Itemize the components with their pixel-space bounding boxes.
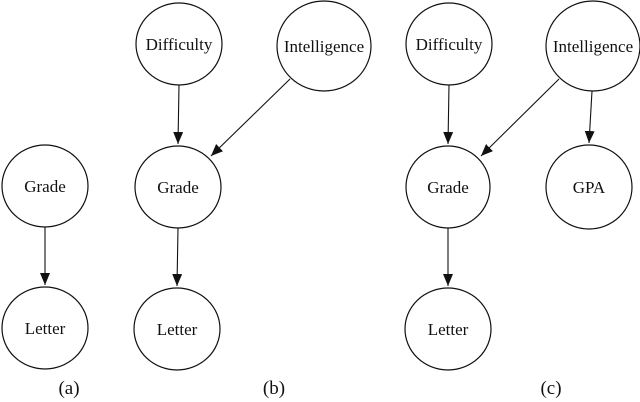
edge-b-intelligence-to-grade (210, 78, 291, 157)
node-a-letter (1, 286, 89, 370)
node-label-b-grade: Grade (157, 178, 199, 197)
caption-a: (a) (58, 378, 79, 399)
edge-c-intelligence-to-grade (480, 78, 560, 157)
node-label-c-intelligence: Intelligence (553, 37, 633, 56)
node-label-b-difficulty: Difficulty (146, 35, 213, 54)
edge-b-difficulty-to-grade (173, 84, 184, 145)
node-label-a-letter: Letter (25, 319, 66, 338)
edge-b-grade-to-letter (172, 227, 183, 287)
edge-c-intelligence-to-gpa (584, 90, 595, 144)
node-label-c-grade: Grade (427, 178, 469, 197)
node-b-letter (133, 287, 221, 371)
edge-c-difficulty-to-grade (443, 84, 454, 145)
node-b-intelligence (276, 0, 372, 92)
node-c-intelligence (545, 0, 640, 92)
caption-b: (b) (263, 378, 285, 399)
node-c-letter (404, 287, 492, 371)
node-label-c-letter: Letter (428, 320, 469, 339)
node-label-c-gpa: GPA (573, 178, 606, 197)
node-label-c-difficulty: Difficulty (416, 35, 483, 54)
caption-c: (c) (540, 378, 561, 399)
node-label-b-letter: Letter (157, 320, 198, 339)
node-label-a-grade: Grade (24, 177, 66, 196)
node-label-b-intelligence: Intelligence (284, 37, 364, 56)
node-c-gpa (545, 144, 633, 230)
